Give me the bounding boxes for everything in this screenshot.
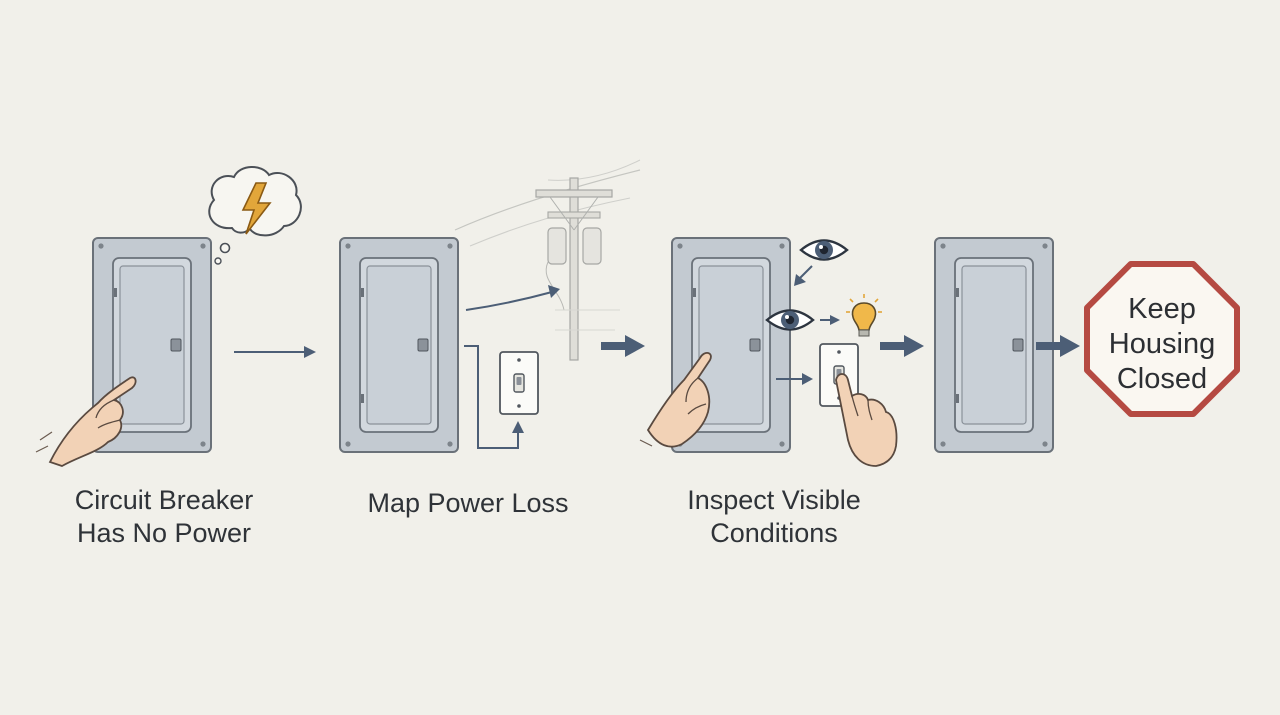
arrow-2 — [601, 335, 645, 357]
stop-sign-line-2: Housing — [1108, 328, 1216, 360]
hand-icon-2 — [639, 352, 712, 448]
stop-sign-line-3: Closed — [1116, 363, 1208, 395]
breaker-panel-2 — [339, 237, 459, 453]
step-3-label: Inspect Visible Conditions — [668, 484, 880, 550]
step-1-label-line-2: Has No Power — [76, 518, 252, 548]
step-3-label-line-1: Inspect Visible — [687, 485, 861, 515]
wall-switch-icon — [499, 351, 539, 415]
hand-icon — [35, 376, 137, 467]
step-1-label: Circuit Breaker Has No Power — [58, 484, 270, 550]
step-2-label: Map Power Loss — [358, 487, 578, 520]
pole-arrow — [465, 285, 560, 311]
switch-wire — [464, 345, 524, 449]
hand-icon-3 — [835, 373, 898, 467]
power-pole-icon — [454, 159, 641, 361]
step-2-label-line-1: Map Power Loss — [367, 488, 569, 518]
stop-sign-line-1: Keep — [1128, 293, 1196, 325]
stop-sign-icon — [1084, 261, 1240, 417]
arrow-1 — [234, 346, 316, 358]
bulb-arrow — [820, 315, 840, 325]
stop-sign-text: Keep Housing Closed — [1100, 292, 1224, 397]
step-1-label-line-1: Circuit Breaker — [74, 485, 254, 515]
eye-icon — [799, 239, 849, 261]
step-3-label-line-2: Conditions — [710, 518, 838, 548]
arrow-3 — [880, 335, 924, 357]
breaker-panel-4 — [934, 237, 1054, 453]
lightning-icon — [241, 182, 272, 235]
eye-arrow — [794, 265, 813, 286]
lightbulb-icon — [846, 294, 882, 337]
switch-arrow — [776, 373, 813, 385]
